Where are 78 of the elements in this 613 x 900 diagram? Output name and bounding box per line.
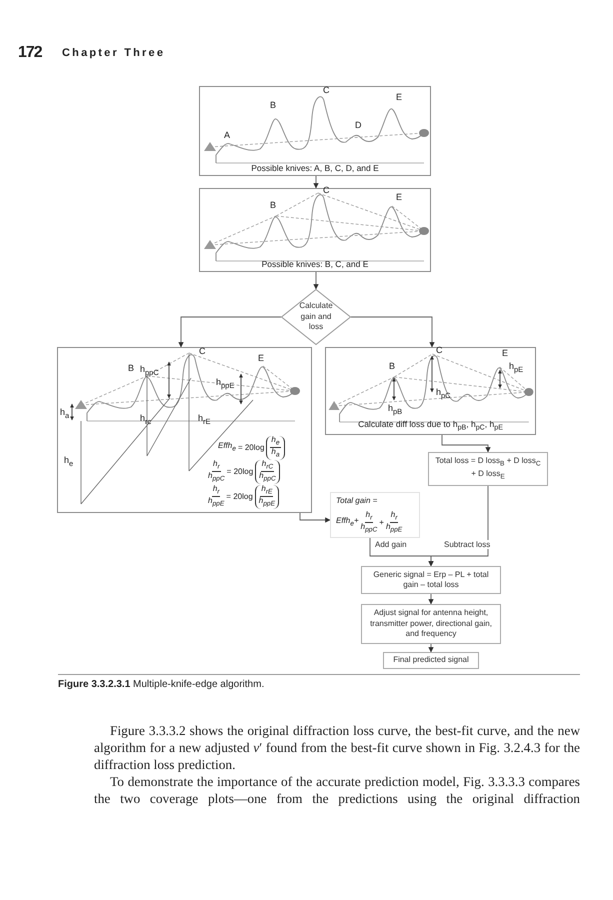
diagram-label: C — [323, 186, 330, 196]
formula-term: = 20log — [226, 492, 253, 501]
body-paragraph: Figure 3.3.3.2 shows the original diffraction loss curve, the best-fit curve, and the new algorithm for a new adjusted v′ found from the best-fit curve shown in Fig. 3.2.4.3 for the diffraction loss prediction. — [94, 722, 580, 773]
formula-term: Total gain = — [336, 497, 378, 505]
arrow — [442, 434, 491, 453]
panel-caption: Possible knives: A, B, C, D, and E — [251, 163, 379, 173]
node-label: Final predicted signal — [393, 655, 469, 666]
formula-term: Effh$_{e}$+ — [336, 517, 359, 528]
formula-term: h$_{ppE}$ — [386, 523, 402, 535]
diagram-label: C — [199, 347, 206, 357]
diagram-label: h$_{a}$ — [60, 408, 70, 420]
formula-term: h$_{ppE}$ — [258, 497, 276, 509]
running-header: Chapter Three — [62, 47, 166, 59]
formula-term: h$_{r}$ — [212, 460, 221, 472]
edge-label: Add gain — [375, 540, 407, 549]
diagram-label: A — [224, 131, 230, 141]
arrow — [313, 272, 319, 290]
diagram-label: h$_{ppE}$ — [216, 378, 234, 390]
panel-caption: Possible knives: B, C, and E — [262, 259, 368, 269]
arrow — [178, 316, 282, 348]
arrow — [428, 486, 488, 567]
formula-term: h$_{ppC}$ — [360, 523, 378, 535]
diagram-label: C — [323, 86, 330, 96]
arrow — [428, 594, 434, 605]
panel-caption: Calculate diff loss due to h$_{pB}$, h$_{pC}$, h$_{pE}$ — [358, 419, 503, 432]
formula-term: h$_{e}$ — [270, 436, 281, 448]
formula-term: h$_{ppC}$ — [259, 472, 276, 484]
diagram-label: h$_{pE}$ — [509, 362, 524, 374]
diagram-label: B — [389, 362, 396, 372]
diagram-label: B — [270, 101, 276, 111]
page-number: 172 — [18, 44, 42, 62]
node-label: Calculate gain and loss — [298, 301, 334, 333]
diagram-label: B — [270, 201, 276, 211]
diagram-label: h$_{e}$ — [64, 456, 74, 468]
arrow — [428, 644, 434, 653]
process-box — [361, 604, 501, 644]
diagram-label: h$_{rc}$ — [140, 414, 152, 426]
arrow — [350, 316, 435, 348]
diagram-label: h$_{rE}$ — [198, 414, 211, 426]
figure-caption: Figure 3.3.2.3.1 Multiple-knife-edge algorithm. — [58, 679, 264, 690]
diagram-label: h$_{ppC}$ — [140, 365, 159, 378]
node-label: Generic signal = Erp – PL + total gain – total loss — [372, 570, 490, 590]
formula-term: h$_{rC}$ — [260, 460, 274, 472]
formula-box — [330, 492, 420, 538]
edge-label: Subtract loss — [444, 540, 490, 549]
formula-term: h$_{r}$ — [212, 485, 220, 498]
body-paragraph: To demonstrate the importance of the accurate prediction model, Fig. 3.3.3.3 compares the two coverage plots—one from the predictions using the original diffraction — [94, 773, 580, 807]
diagram-panel — [57, 347, 312, 513]
formula-term: = 20log — [226, 468, 254, 476]
diagram-panel — [325, 347, 536, 435]
formula-term: h$_{rE}$ — [260, 485, 274, 498]
formula-term: + — [379, 518, 384, 527]
arrow — [300, 512, 331, 523]
diagram-label: B — [128, 364, 134, 374]
formula-term: h$_{r}$ — [390, 511, 398, 524]
diagram-panel — [199, 188, 431, 272]
formula-term: h$_{ppE}$ — [208, 497, 224, 509]
diagram-label: E — [258, 354, 264, 364]
arrow — [313, 176, 319, 189]
formula-term: Effh$_{e}$ — [218, 442, 236, 454]
diagram-label: E — [396, 93, 402, 103]
formula-term: = 20log — [238, 444, 264, 452]
node-label: Total loss = D loss$_{B}$ + D loss$_{C}$ + D loss$_{E}$ — [434, 456, 542, 482]
diagram-label: E — [502, 349, 508, 359]
diagram-label: E — [396, 193, 402, 203]
process-box — [383, 652, 479, 669]
formula-term: h$_{r}$ — [364, 511, 374, 524]
decision-diamond — [281, 289, 351, 345]
diagram-panel — [199, 86, 431, 176]
diagram-label: h$_{pC}$ — [436, 388, 451, 400]
formula-term: h$_{a}$ — [271, 448, 280, 460]
process-box — [361, 566, 501, 594]
diagram-label: C — [436, 346, 442, 356]
diagram-label: D — [355, 121, 362, 131]
node-label: Adjust signal for antenna height, transmitter power, directional gain, and frequency — [369, 608, 493, 640]
diagram-label: h$_{pB}$ — [388, 404, 402, 416]
formula-term: h$_{ppC}$ — [208, 472, 225, 484]
process-box — [428, 452, 548, 486]
